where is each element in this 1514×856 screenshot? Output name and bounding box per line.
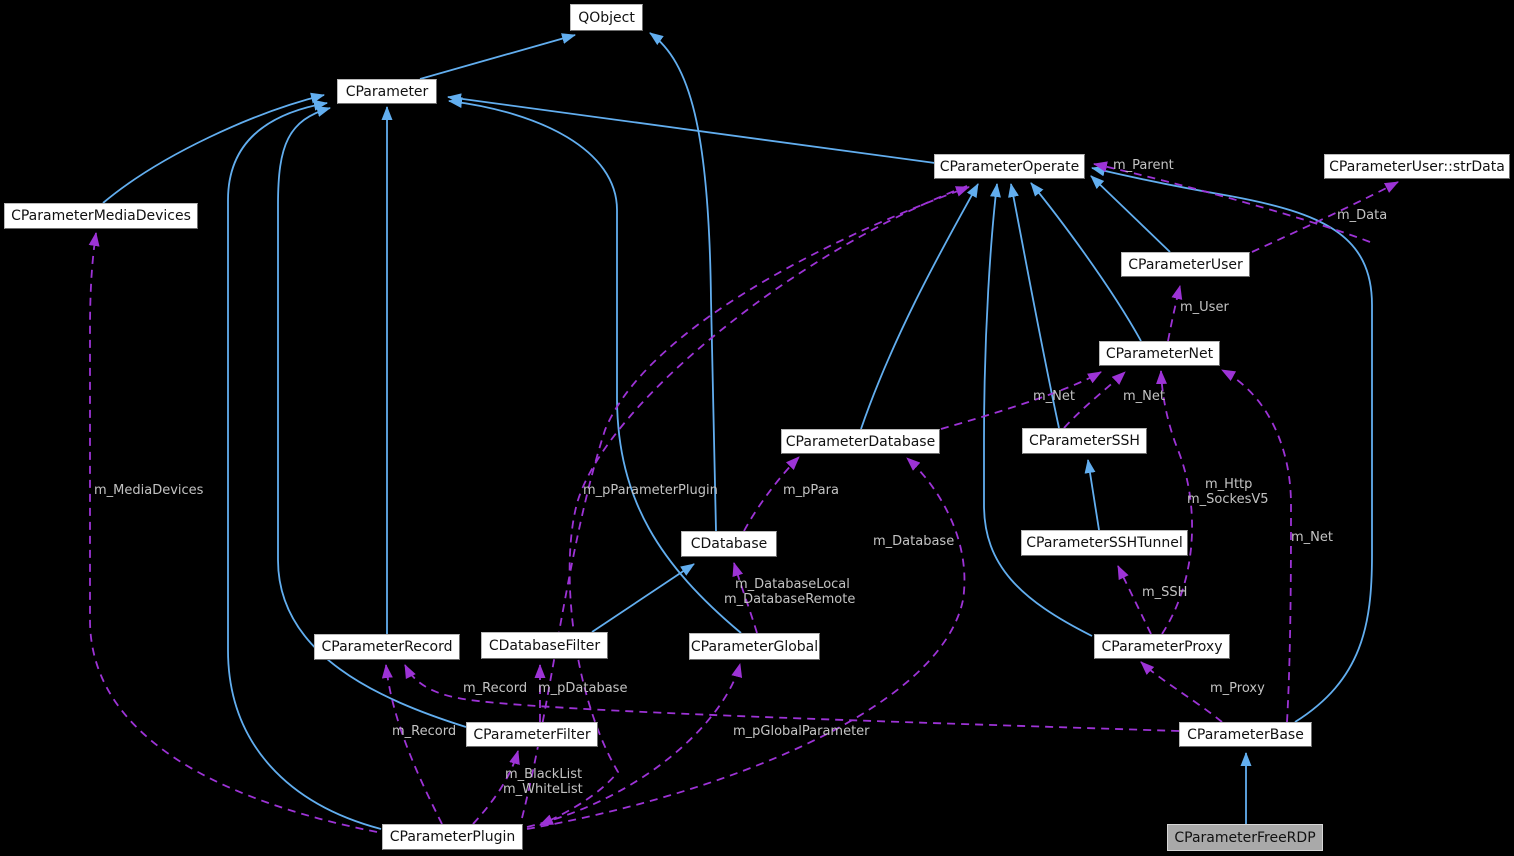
edge-label-m-blacklist: m_BlackList (505, 767, 583, 782)
edge-database-operate (860, 183, 979, 430)
edge-label-m-pdatabase: m_pDatabase (538, 681, 628, 696)
edge-label-m-mediadevices: m_MediaDevices (94, 483, 204, 498)
node-cparameterbase[interactable]: CParameterBase (1179, 722, 1312, 747)
edge-label-m-databaselocal: m_DatabaseLocal (735, 577, 850, 592)
edge-label-m-database: m_Database (873, 534, 955, 549)
edge-label-m-whitelist: m_WhiteList (503, 782, 583, 797)
node-cparameterfilter[interactable]: CParameterFilter (466, 722, 598, 747)
edge-m-databaselocal-remote (732, 562, 758, 634)
edge-net-operate (1030, 182, 1142, 342)
node-cparameterrecord[interactable]: CParameterRecord (314, 634, 460, 660)
edge-m-blacklist-whitelist (472, 750, 520, 825)
node-cparameterfreerdp-current: CParameterFreeRDP (1167, 824, 1323, 851)
edge-m-user (1167, 285, 1183, 342)
edge-m-net-base (1221, 369, 1292, 723)
edge-label-m-proxy: m_Proxy (1210, 681, 1265, 696)
edge-operate-cparameter (447, 93, 936, 164)
node-cdatabase[interactable]: CDatabase (681, 531, 777, 557)
edge-m-net-ssh (1063, 371, 1126, 429)
edge-m-pglobalparameter (526, 663, 743, 828)
edge-sshtunnel-ssh (1084, 459, 1100, 531)
edge-m-data (1251, 181, 1399, 253)
edge-label-m-net-3: m_Net (1291, 530, 1333, 545)
node-cdatabasefilter[interactable]: CDatabaseFilter (481, 632, 608, 659)
node-cparameter[interactable]: CParameter (337, 79, 437, 104)
edge-label-m-ssh: m_SSH (1142, 585, 1188, 600)
node-cparameterssh[interactable]: CParameterSSH (1022, 428, 1147, 454)
edge-proxy-operate (983, 183, 1093, 637)
edge-m-mediadevices (88, 232, 378, 833)
edge-label-m-pglobalparameter: m_pGlobalParameter (733, 724, 870, 739)
node-cparameterdatabase[interactable]: CParameterDatabase (781, 429, 940, 454)
node-cparameterglobal[interactable]: CParameterGlobal (689, 633, 820, 660)
node-cparameteruser[interactable]: CParameterUser (1121, 252, 1250, 277)
edge-m-record-plugin (381, 664, 443, 825)
edge-filter-cparameter (277, 106, 467, 728)
edge-dbfilter-cdatabase (591, 563, 695, 633)
edge-label-m-parent: m_Parent (1113, 158, 1174, 173)
edge-m-ppara (743, 456, 800, 532)
edge-cdatabase-qobject (649, 32, 717, 532)
node-cparameterplugin[interactable]: CParameterPlugin (382, 824, 523, 850)
edge-m-proxy (1140, 661, 1223, 723)
edge-plugin-cparameter (227, 99, 382, 830)
edge-m-net-database (940, 371, 1102, 430)
node-cparameterproxy[interactable]: CParameterProxy (1094, 634, 1230, 659)
edge-label-m-record-2: m_Record (392, 724, 457, 739)
edge-mediadevices-cparameter (102, 92, 325, 204)
edge-plugin-operate-usage (521, 186, 970, 819)
node-cparametersshtunnel[interactable]: CParameterSSHTunnel (1021, 530, 1188, 556)
edge-label-m-record-1: m_Record (463, 681, 528, 696)
edge-label-m-user: m_User (1180, 300, 1229, 315)
edge-label-m-net-2: m_Net (1123, 389, 1165, 404)
edge-label-m-sockesv5: m_SockesV5 (1187, 492, 1269, 507)
edge-label-m-ppara: m_pPara (783, 483, 839, 498)
edge-m-pparameterplugin (539, 185, 968, 826)
edge-m-database (526, 457, 966, 830)
edge-user-operate (1090, 175, 1171, 253)
edge-m-ssh (1117, 565, 1152, 635)
edge-m-parent (1093, 161, 1371, 243)
edge-base-operate (1091, 165, 1373, 723)
node-cparameteroperate[interactable]: CParameterOperate (934, 154, 1085, 179)
edge-global-cparameter (448, 97, 742, 634)
edge-label-m-databaseremote: m_DatabaseRemote (724, 592, 856, 607)
edge-m-http-sockesv5 (1156, 370, 1193, 635)
node-qobject[interactable]: QObject (570, 4, 643, 31)
edge-label-m-http: m_Http (1205, 477, 1253, 492)
node-cparametermediadevices[interactable]: CParameterMediaDevices (4, 203, 198, 229)
edge-label-m-data: m_Data (1337, 208, 1388, 223)
edge-cparameter-qobject (419, 33, 576, 80)
edge-label-m-pparameterplugin: m_pParameterPlugin (583, 483, 718, 498)
edge-label-m-net-1: m_Net (1033, 389, 1075, 404)
node-cparameteruser-strdata[interactable]: CParameterUser::strData (1324, 154, 1510, 179)
node-cparameternet[interactable]: CParameterNet (1099, 341, 1220, 366)
